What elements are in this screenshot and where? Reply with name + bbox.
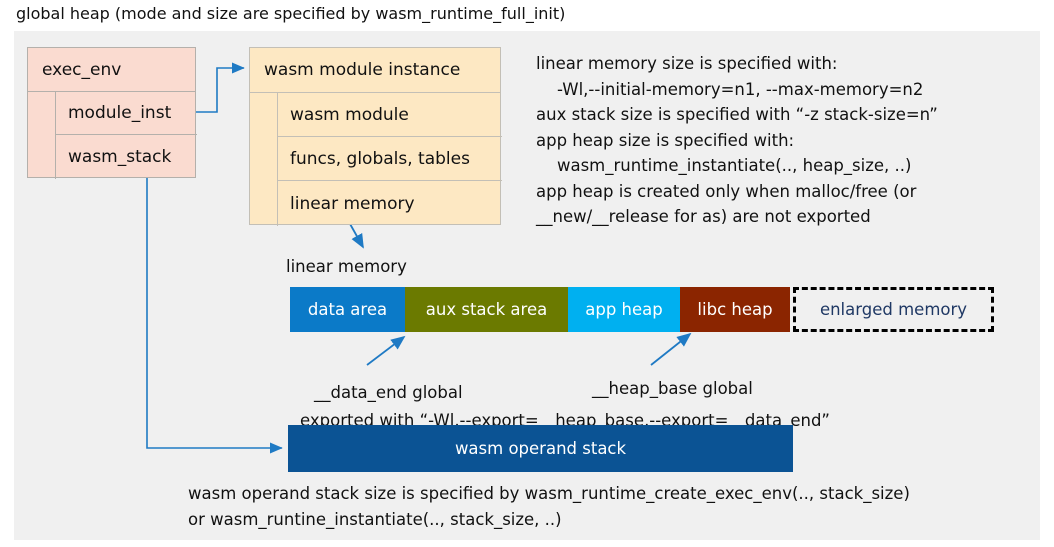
segment-enlarged-memory: enlarged memory [793, 287, 994, 332]
page-title: global heap (mode and size are specified… [16, 4, 566, 23]
diagram-panel: exec_env module_inst wasm_stack wasm mod… [14, 31, 1040, 540]
wasm-module-instance-header: wasm module instance [250, 48, 500, 93]
linear-memory-info-text: linear memory size is specified with: -W… [536, 54, 938, 226]
segment-data-area: data area [290, 287, 405, 332]
segment-app-heap: app heap [568, 287, 680, 332]
wmi-row-funcs-globals-tables: funcs, globals, tables [278, 137, 502, 181]
wasm-operand-stack-bar: wasm operand stack [288, 425, 793, 472]
wasm-module-instance-gutter [250, 93, 278, 226]
wmi-row-wasm-module: wasm module [278, 93, 502, 137]
exec-env-header: exec_env [28, 48, 195, 92]
operand-stack-note: wasm operand stack size is specified by … [188, 484, 910, 529]
segment-aux-stack-area: aux stack area [405, 287, 568, 332]
segment-libc-heap: libc heap [680, 287, 790, 332]
exec-env-row-module-inst: module_inst [56, 92, 197, 135]
annotation-data-end: __data_end global [314, 383, 463, 402]
exec-env-box: exec_env module_inst wasm_stack [27, 47, 197, 179]
exec-env-row-wasm-stack: wasm_stack [68, 147, 172, 167]
wasm-module-instance-box: wasm module instance wasm module funcs, … [249, 47, 502, 226]
exec-env-gutter [28, 92, 56, 179]
annotation-heap-base: __heap_base global [592, 379, 753, 398]
linear-memory-label: linear memory [286, 257, 407, 276]
wmi-row-linear-memory: linear memory [290, 193, 415, 214]
